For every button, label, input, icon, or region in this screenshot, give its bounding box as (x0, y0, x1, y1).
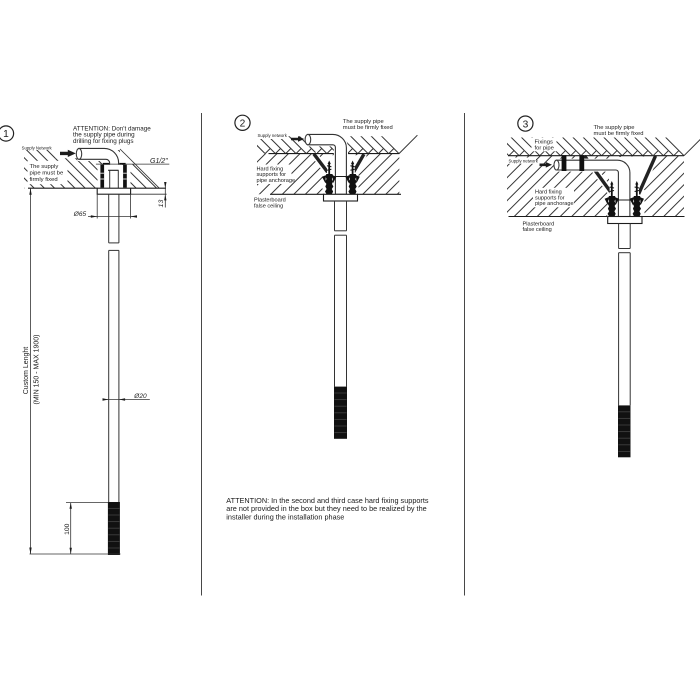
svg-text:pipe must be: pipe must be (30, 171, 64, 177)
svg-text:Custom Lenght: Custom Lenght (23, 347, 30, 395)
svg-text:ATTENTION: Don't damage: ATTENTION: Don't damage (73, 125, 151, 132)
svg-text:Supply network: Supply network (509, 158, 539, 163)
svg-text:firmly fixed: firmly fixed (30, 177, 58, 183)
svg-text:Ø65: Ø65 (73, 211, 87, 218)
svg-text:pipe anchorage: pipe anchorage (257, 178, 296, 184)
svg-text:are not provided in the box bu: are not provided in the box but they nee… (226, 504, 426, 513)
svg-text:Ø20: Ø20 (133, 393, 147, 400)
svg-text:1: 1 (3, 129, 9, 140)
svg-text:drilling for fixing plugs: drilling for fixing plugs (73, 138, 134, 145)
svg-text:3: 3 (523, 119, 529, 130)
svg-text:(MIN 150 - MAX 1900): (MIN 150 - MAX 1900) (34, 334, 41, 404)
svg-text:the supply pipe during: the supply pipe during (73, 132, 135, 139)
svg-text:Fixings: Fixings (535, 140, 553, 146)
svg-text:false ceiling: false ceiling (523, 227, 552, 233)
svg-text:Supply network: Supply network (258, 133, 288, 138)
svg-text:G1/2": G1/2" (150, 158, 168, 165)
svg-text:13: 13 (158, 200, 165, 208)
svg-text:100: 100 (64, 523, 71, 535)
svg-text:Hard fixing: Hard fixing (535, 190, 562, 196)
svg-text:installer during the installat: installer during the installation phase (226, 513, 344, 522)
svg-text:supports for: supports for (257, 172, 287, 178)
svg-text:2: 2 (240, 119, 246, 130)
svg-text:The supply pipe: The supply pipe (343, 119, 384, 125)
svg-text:Plasterboard: Plasterboard (254, 198, 286, 204)
svg-text:Supply Network: Supply Network (22, 146, 53, 151)
svg-text:ATTENTION: In the second and t: ATTENTION: In the second and third case … (226, 496, 429, 505)
svg-text:The supply: The supply (30, 164, 59, 170)
svg-text:Hard fixing: Hard fixing (257, 166, 284, 172)
svg-text:for pipe: for pipe (535, 145, 554, 151)
svg-text:false ceiling: false ceiling (254, 203, 283, 209)
svg-text:supports for: supports for (535, 195, 565, 201)
svg-text:The supply pipe: The supply pipe (594, 125, 635, 131)
svg-text:must be firmly fixed: must be firmly fixed (594, 131, 644, 137)
svg-text:Plasterboard: Plasterboard (523, 221, 555, 227)
svg-text:must be firmly fixed: must be firmly fixed (343, 125, 393, 131)
svg-text:pipe anchorage: pipe anchorage (535, 201, 574, 207)
